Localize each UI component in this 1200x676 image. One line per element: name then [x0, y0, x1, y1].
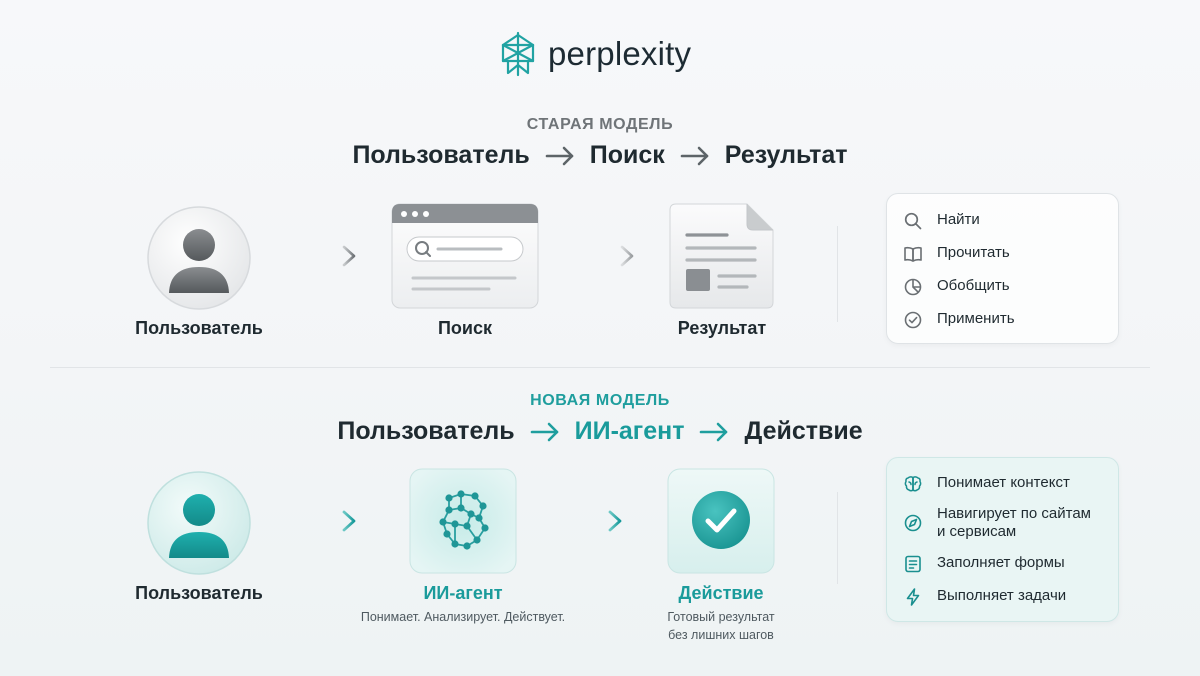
old-node-search-label: Поиск	[437, 318, 493, 338]
vertical-divider	[837, 492, 838, 584]
search-icon	[904, 212, 922, 230]
check-circle-icon	[904, 311, 922, 329]
lightning-icon	[906, 588, 920, 606]
pie-chart-icon	[904, 278, 922, 296]
old-action-apply: Применить	[903, 310, 1108, 330]
arrow-right-icon	[700, 422, 728, 441]
old-flow-step-2: Поиск	[589, 141, 665, 169]
new-flow-step-2: ИИ-агент	[574, 417, 685, 445]
new-model-label: НОВАЯ МОДЕЛЬ	[530, 392, 670, 409]
old-model-label: СТАРАЯ МОДЕЛЬ	[526, 116, 674, 133]
arrow-right-icon	[293, 245, 356, 267]
user-icon	[147, 471, 251, 575]
arrow-right-icon	[571, 245, 634, 267]
old-node-user-label: Пользователь	[135, 318, 263, 338]
old-actions-card: Найти Прочитать Обобщить Применить	[886, 193, 1119, 344]
old-action-summarize: Обобщить	[903, 277, 1108, 297]
book-icon	[904, 246, 922, 262]
section-divider	[50, 367, 1150, 368]
document-icon	[669, 203, 774, 309]
arrow-right-icon	[545, 146, 574, 165]
old-action-read: Прочитать	[903, 244, 1108, 264]
ai-network-icon	[409, 468, 517, 574]
logo: perplexity	[498, 30, 698, 78]
new-flow-step-1: Пользователь	[337, 417, 515, 445]
brain-icon	[904, 476, 922, 492]
new-capabilities-card: Понимает контекст Навигирует по сайтам и…	[886, 457, 1119, 622]
capability-context: Понимает контекст	[903, 474, 1108, 494]
capability-forms: Заполняет формы	[903, 554, 1108, 574]
capability-navigate-line-2: и сервисам	[937, 523, 1017, 540]
perplexity-logo-icon	[501, 31, 535, 77]
old-node-result-label: Результат	[677, 318, 767, 338]
compass-icon	[904, 514, 922, 532]
new-flow-step-3: Действие	[744, 417, 863, 445]
old-model-flow: Пользователь Поиск Результат	[0, 141, 1200, 170]
new-node-action-sub-2: без лишних шагов	[668, 628, 774, 642]
arrow-right-icon	[559, 510, 622, 532]
capability-navigate: Навигирует по сайтам и сервисам	[903, 505, 1108, 541]
new-node-action-label: Действие	[678, 583, 764, 603]
arrow-right-icon	[530, 422, 558, 441]
vertical-divider	[837, 226, 838, 322]
new-node-action-sub-1: Готовый результат	[667, 610, 775, 624]
old-flow-step-3: Результат	[724, 141, 848, 169]
logo-wordmark: perplexity	[548, 35, 692, 72]
old-action-find: Найти	[903, 211, 1108, 231]
check-badge-icon	[667, 468, 775, 574]
old-flow-step-1: Пользователь	[352, 141, 530, 169]
form-icon	[905, 555, 921, 573]
capability-tasks: Выполняет задачи	[903, 587, 1108, 607]
new-node-user-label: Пользователь	[135, 583, 263, 603]
user-icon	[147, 206, 251, 310]
arrow-right-icon	[293, 510, 356, 532]
capability-navigate-line-1: Навигирует по сайтам	[937, 505, 1091, 522]
browser-search-icon	[391, 203, 539, 309]
arrow-right-icon	[680, 146, 709, 165]
new-node-agent-sub: Понимает. Анализирует. Действует.	[360, 610, 566, 624]
new-model-flow: Пользователь ИИ-агент Действие	[0, 417, 1200, 446]
new-node-agent-label: ИИ-агент	[423, 583, 503, 603]
